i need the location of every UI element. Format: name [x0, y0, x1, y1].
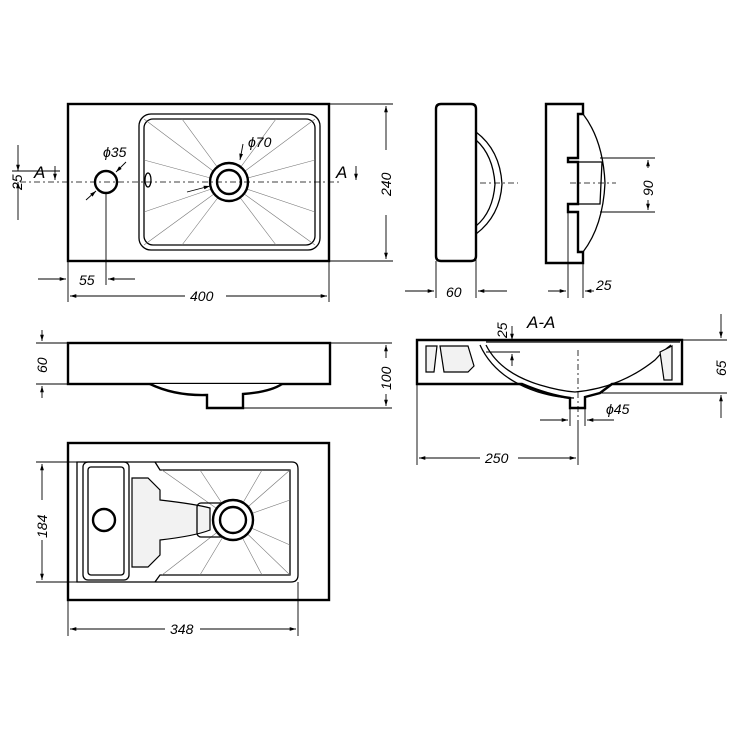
- bottom-overflow-channel: [131, 477, 211, 568]
- dim-bottom-height: 184: [34, 514, 50, 538]
- top-view: A A 25 ϕ35 ϕ70 240 55 400: [9, 102, 394, 304]
- overflow-slot: [144, 172, 152, 188]
- dim-drain-distance: 250: [484, 450, 509, 466]
- dim-front-rim: 60: [34, 357, 50, 373]
- side-view-body: [434, 102, 478, 263]
- back-view-body: [544, 102, 585, 265]
- dim-bottom-width: 348: [170, 621, 194, 637]
- bottom-drain-inner: [218, 505, 248, 535]
- dim-width: 400: [190, 288, 214, 304]
- section-hollow-left: [425, 345, 438, 373]
- side-view-bowl-inner: [475, 139, 496, 227]
- side-view: 60: [405, 102, 518, 300]
- dim-outlet-diameter: ϕ45: [606, 401, 630, 417]
- dim-drain-diameter: ϕ70: [248, 134, 272, 150]
- dim-section-height: 65: [713, 360, 729, 376]
- bottom-view-inner: [76, 461, 299, 583]
- dim-side-depth: 60: [446, 284, 462, 300]
- section-hollow-mid: [439, 345, 475, 373]
- dim-height: 240: [378, 172, 394, 197]
- bottom-overflow-chamber: [82, 461, 130, 581]
- dim-drain-height: 90: [640, 180, 656, 196]
- section-marker-right: A: [335, 163, 347, 182]
- bottom-view: 184 348: [34, 441, 331, 637]
- front-view-bowl: [149, 382, 283, 410]
- dim-hole-diameter: ϕ35: [103, 144, 127, 160]
- dim-section-depth: 25: [494, 322, 510, 339]
- section-view: A-A 25 65 ϕ45 250: [415, 313, 729, 466]
- dim-drain-offset: 25: [595, 277, 612, 293]
- section-bowl-curve: [485, 344, 672, 393]
- dim-hole-position: 55: [79, 272, 95, 288]
- section-bowl-curve-outer: [479, 344, 575, 399]
- dim-hole-offset: 25: [9, 174, 25, 191]
- bottom-tap-hole: [91, 507, 117, 533]
- dim-front-height: 100: [378, 366, 394, 390]
- section-marker-left: A: [33, 163, 45, 182]
- section-hollow-right: [659, 345, 673, 381]
- section-title: A-A: [526, 313, 555, 332]
- front-view-body: [66, 341, 332, 386]
- back-view-bowl: [582, 113, 606, 253]
- back-view: 90 25: [544, 102, 656, 298]
- side-view-bowl: [475, 131, 503, 235]
- front-view: 60 100: [34, 330, 394, 410]
